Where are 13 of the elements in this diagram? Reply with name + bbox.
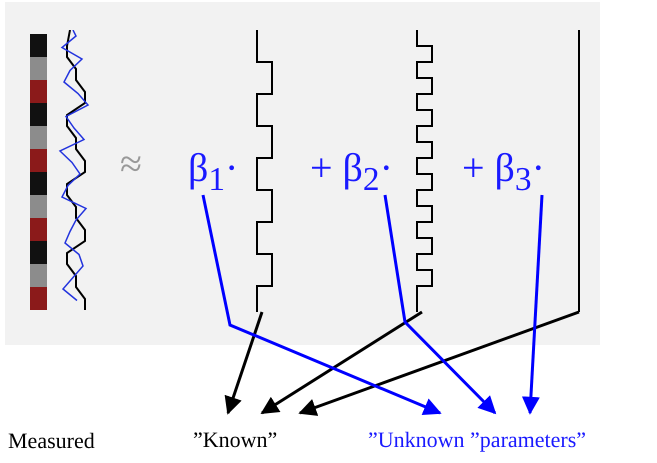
beta-coefficient: β$_{1}$·	[188, 140, 250, 195]
arrow	[224, 312, 264, 415]
arrow	[384, 194, 496, 414]
arrow	[298, 310, 580, 416]
known-label: ”Known”	[193, 425, 293, 455]
arrow	[260, 310, 423, 414]
approx-symbol: ≈	[120, 140, 142, 187]
unknown-parameters-label: ”Unknown ”parameters”	[368, 425, 655, 455]
beta-coefficient: + β$_{3}$·	[462, 140, 562, 195]
arrow	[522, 194, 544, 415]
arrow	[202, 194, 442, 416]
beta-coefficient: + β$_{2}$·	[310, 140, 410, 195]
caption-text: Measured	[8, 428, 95, 454]
